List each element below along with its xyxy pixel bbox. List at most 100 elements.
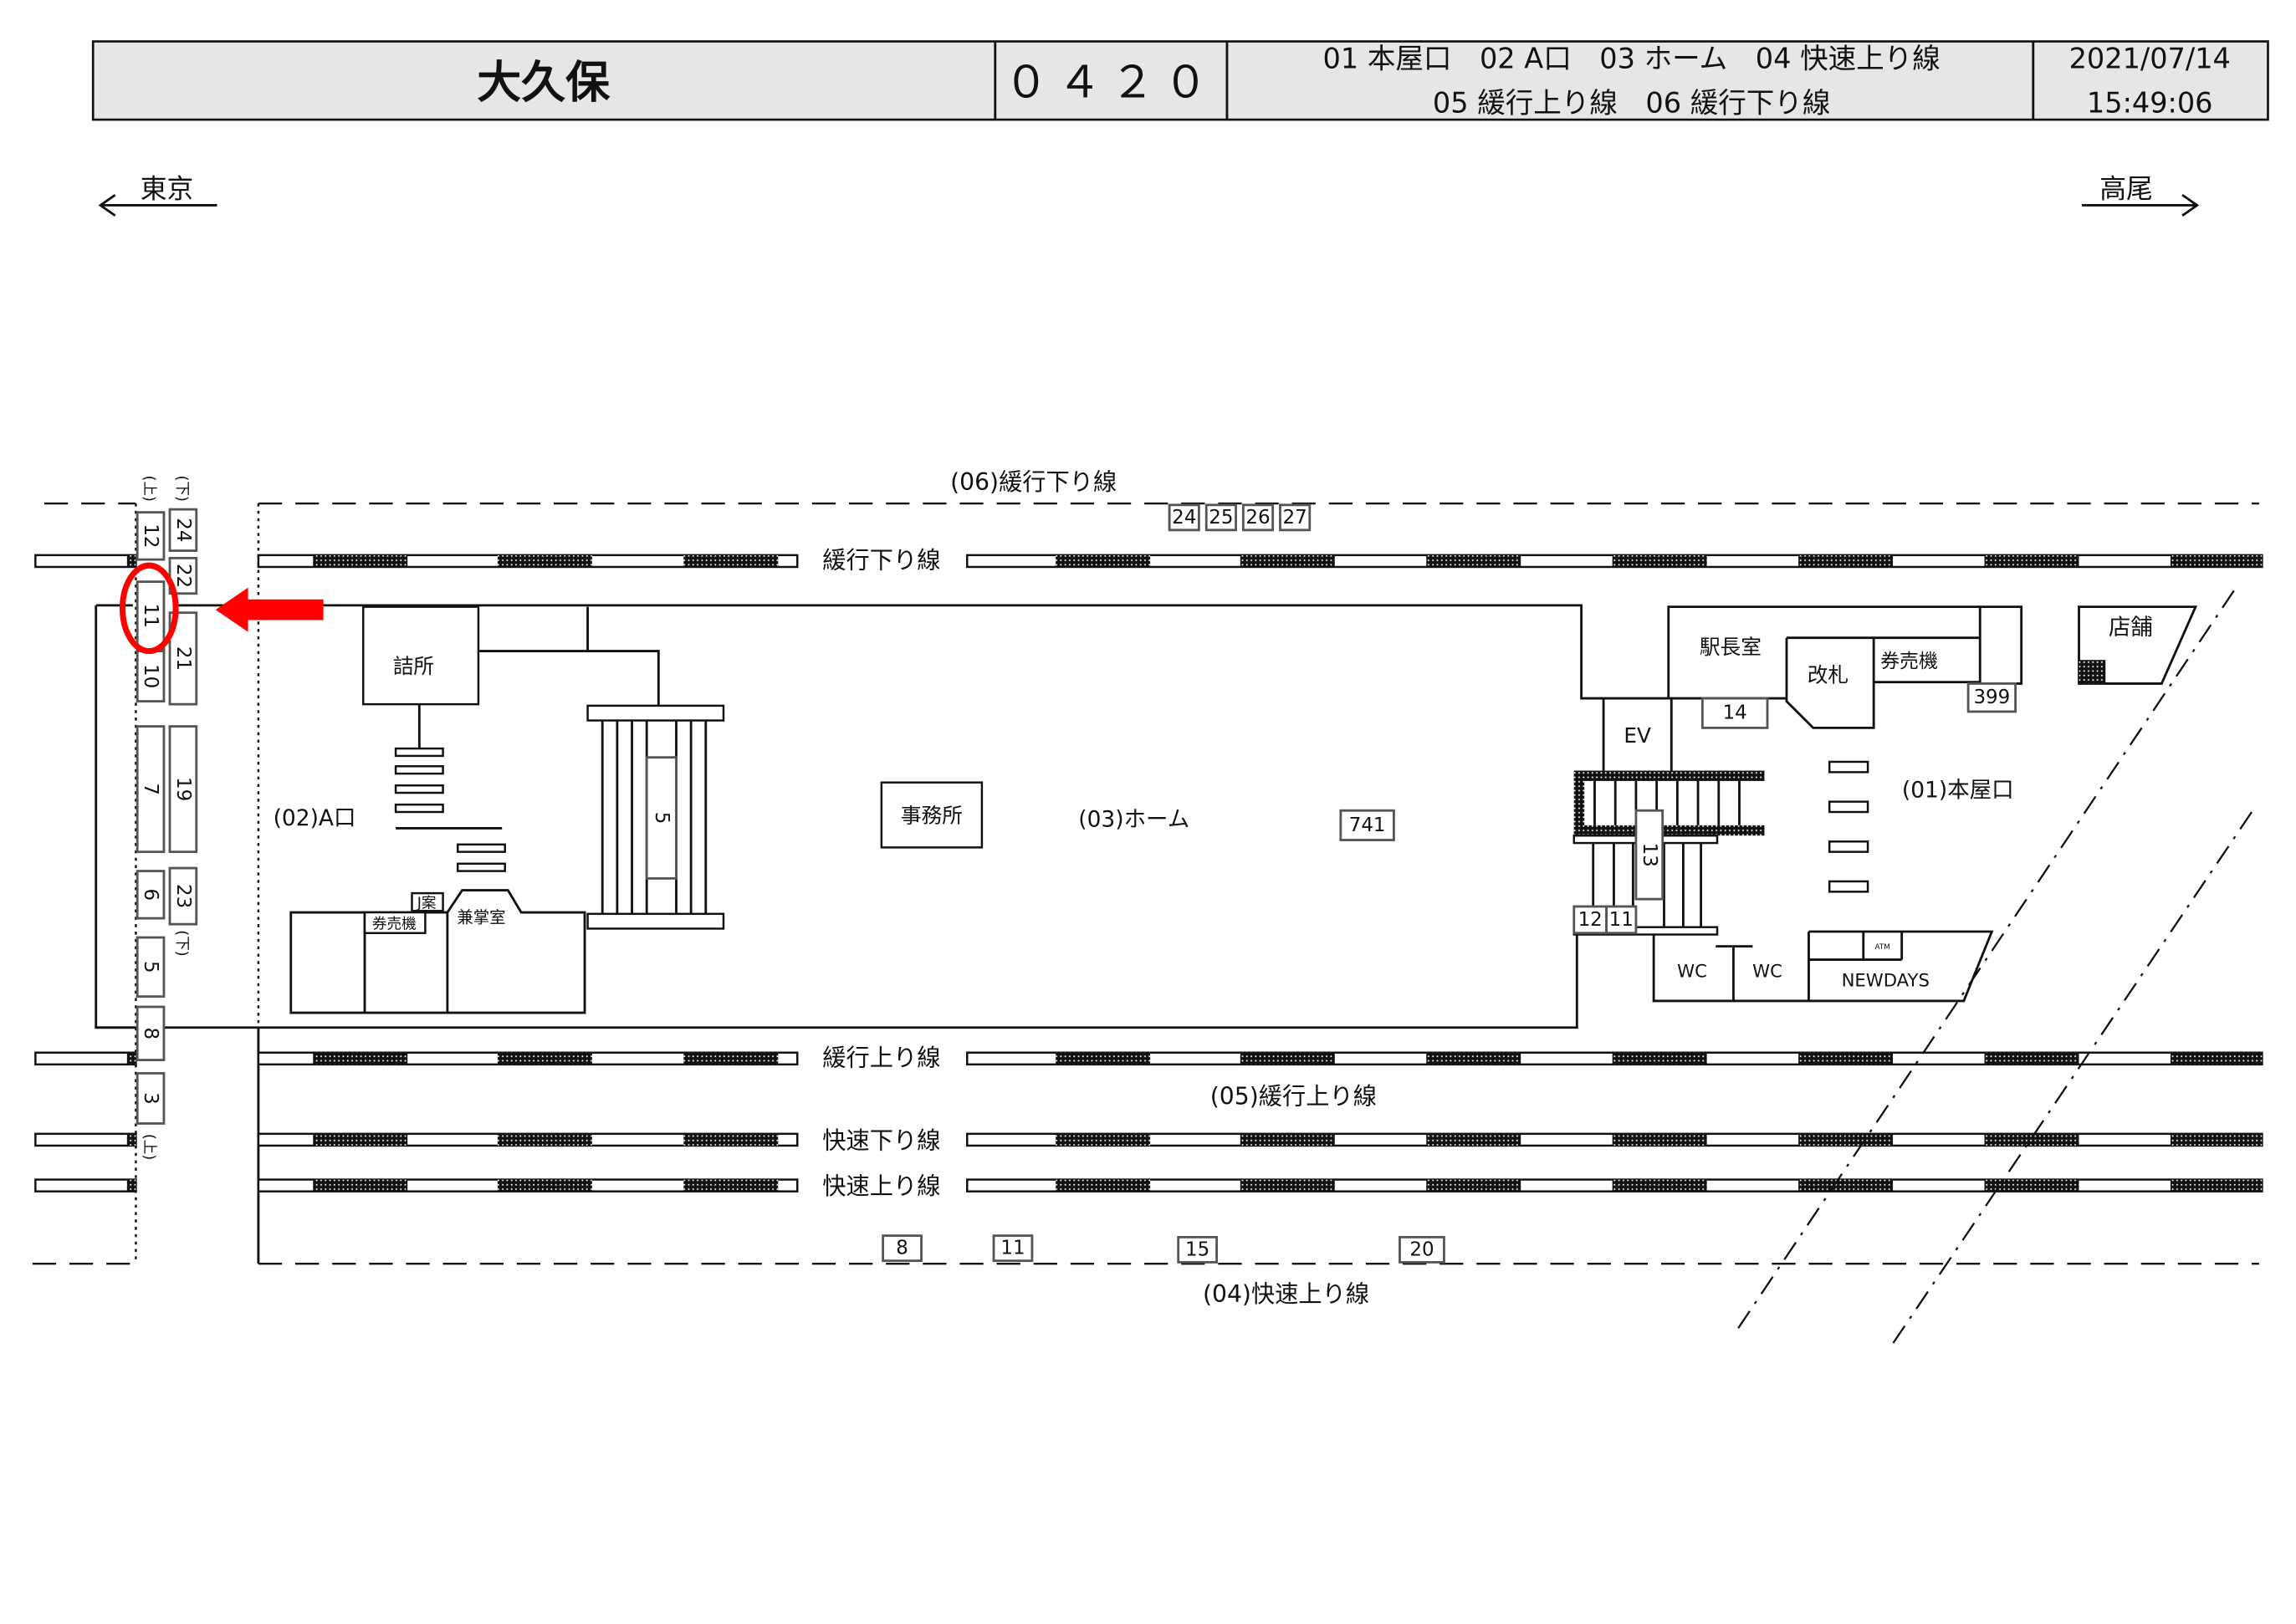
track-label-kanko-kudari: 緩行下り線 (822, 547, 940, 575)
room-j-an: J案 (417, 895, 437, 912)
ad-board-label: 3 (140, 1092, 161, 1105)
ad-board-label: 399 (1973, 687, 2010, 708)
ad-board-20: 20 (1399, 1235, 1445, 1264)
rail-segment (313, 1052, 408, 1065)
rail-segment (1984, 1052, 2079, 1065)
highlight-arrow-icon (215, 587, 324, 632)
ad-board-label: 7 (140, 783, 161, 795)
ad-board-label: 5 (140, 961, 161, 973)
ad-board-label: 23 (172, 884, 194, 908)
rail-segment (1426, 1179, 1521, 1192)
ad-board-label: 21 (172, 646, 194, 671)
room-kenbaiki-left: 券売機 (372, 915, 417, 932)
stairs-left (586, 704, 725, 930)
rail-segment (1984, 1179, 2079, 1192)
platform-outline (95, 604, 1604, 1029)
ad-board-25: 25 (1204, 503, 1237, 532)
ad-board-label: 25 (1209, 507, 1233, 529)
ad-board-label: 11 (1609, 909, 1634, 931)
rail-segment (1612, 1052, 1707, 1065)
ad-board-label: 20 (1409, 1238, 1434, 1260)
ad-board-label: 741 (1349, 815, 1386, 836)
legend-line-2: 05 緩行上り線 06 緩行下り線 (1433, 86, 1831, 119)
ad-board-5: 5 (645, 756, 678, 880)
rail-segment (313, 1133, 408, 1146)
rail-segment (1056, 1052, 1151, 1065)
rail-segment (1426, 554, 1521, 567)
room-jimusho: 事務所 (901, 803, 963, 827)
ad-board-8: 8 (136, 1005, 166, 1061)
rail-segment (1426, 1133, 1521, 1146)
mark-down-mid: (下) (173, 930, 190, 956)
rails (34, 554, 2263, 1192)
ad-board-12: 12 (1572, 905, 1608, 935)
ad-board-label: 10 (140, 664, 161, 688)
track-label-05: (05)緩行上り線 (1210, 1083, 1377, 1111)
room-kenbaiki-right: 券売機 (1880, 651, 1938, 672)
ad-board-24: 24 (168, 508, 198, 552)
ad-board-label: 14 (1723, 702, 1747, 724)
area-a-exit: (02)A口 (274, 805, 356, 831)
rail-segment (497, 1133, 592, 1146)
rail-segment (1798, 1179, 1894, 1192)
rail-segment (683, 554, 779, 567)
ad-board-label: 22 (172, 564, 194, 588)
rail-segment (683, 1133, 779, 1146)
rail-segment (683, 1179, 779, 1192)
rail-segment (1056, 554, 1151, 567)
direction-right: 高尾 (2082, 175, 2200, 217)
track-label-04: (04)快速上り線 (1203, 1280, 1369, 1308)
rail (34, 1051, 2263, 1066)
ad-board-399: 399 (1966, 682, 2017, 713)
room-newdays: NEWDAYS (1842, 969, 1930, 990)
highlight-circle (119, 562, 179, 655)
ad-board-label: 24 (1172, 507, 1196, 529)
mark-down-top: (下) (173, 476, 190, 502)
ad-board-14: 14 (1700, 697, 1769, 729)
ad-board-label: 11 (1000, 1238, 1025, 1259)
ad-board-label: 26 (1245, 507, 1270, 529)
room-ev: EV (1624, 723, 1651, 748)
ad-board-label: 12 (1578, 909, 1603, 931)
rail-segment (2170, 1179, 2263, 1192)
ad-board-6: 6 (136, 870, 166, 920)
legend-line-1: 01 本屋口 02 A口 03 ホーム 04 快速上り線 (1323, 42, 1941, 74)
rail-segment (497, 1052, 592, 1065)
room-ekichoshitsu: 駅長室 (1700, 635, 1762, 659)
mark-up-top: (上) (141, 476, 158, 502)
rail-segment (1426, 1052, 1521, 1065)
room-wc-1: WC (1677, 961, 1707, 982)
direction-left: 東京 (98, 175, 217, 217)
rail-segment (313, 554, 408, 567)
room-wc-2: WC (1752, 961, 1782, 982)
rail-segment (1240, 1133, 1335, 1146)
ad-board-11: 11 (992, 1234, 1034, 1263)
rail-segment (2170, 1133, 2263, 1146)
rail-segment (1056, 1179, 1151, 1192)
ad-board-19: 19 (168, 725, 198, 854)
track-label-kanko-nobori: 緩行上り線 (822, 1044, 940, 1072)
ad-board-13: 13 (1634, 809, 1664, 901)
rail-segment (1240, 1179, 1335, 1192)
rail-segment (2170, 554, 2263, 567)
rail-segment (683, 1052, 779, 1065)
rail (34, 1178, 2263, 1192)
rail-segment (1240, 554, 1335, 567)
ad-board-12: 12 (136, 511, 166, 561)
area-main-exit: (01)本屋口 (1902, 777, 2014, 803)
ad-board-label: 11 (140, 604, 161, 628)
ad-board-label: 12 (140, 523, 161, 548)
svg-text:東京: 東京 (141, 175, 194, 205)
ad-board-23: 23 (168, 866, 198, 926)
rail-segment (313, 1179, 408, 1192)
ad-board-5: 5 (136, 936, 166, 998)
track-label-06: (06)緩行下り線 (950, 468, 1117, 496)
ad-board-label: 13 (1639, 843, 1660, 867)
ad-board-741: 741 (1339, 809, 1395, 841)
room-kaisatsu: 改札 (1808, 663, 1849, 687)
room-atm: ATM (1875, 943, 1890, 952)
rail-segment (1612, 1179, 1707, 1192)
ad-board-label: 19 (172, 777, 194, 801)
